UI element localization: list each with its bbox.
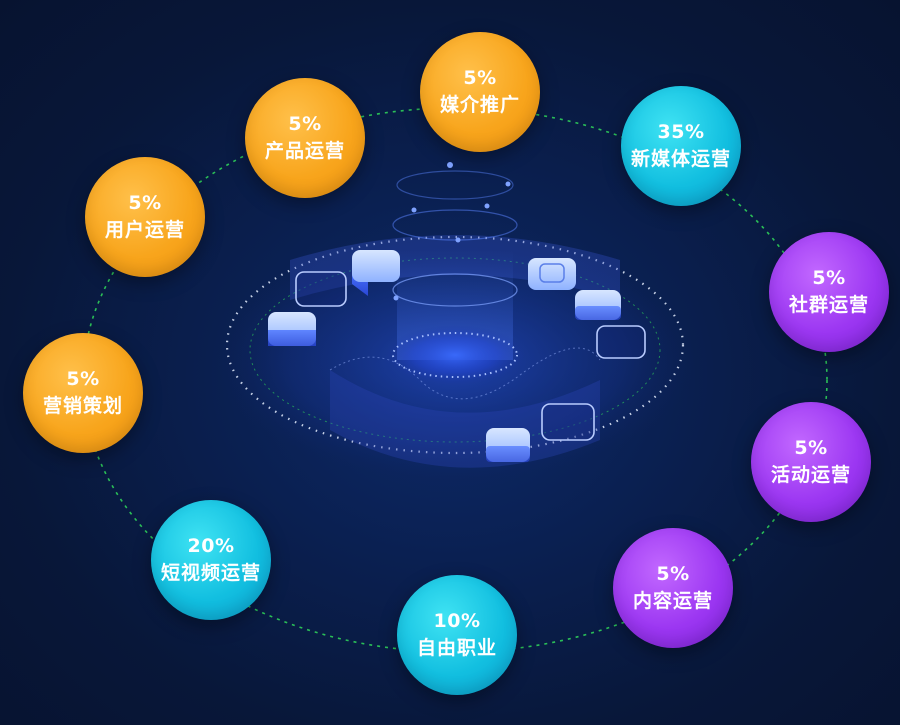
segment-label: 媒介推广 bbox=[439, 94, 520, 116]
platform-dotted-ring bbox=[225, 235, 685, 455]
segment-percent: 20% bbox=[187, 535, 235, 557]
segment-bubble: 5% 产品运营 bbox=[245, 78, 365, 198]
segment-bubble: 5% 内容运营 bbox=[613, 528, 733, 648]
segment-label: 短视频运营 bbox=[160, 562, 261, 584]
glow-dot bbox=[411, 207, 417, 213]
segment-percent: 5% bbox=[128, 192, 162, 214]
core-cylinder-top bbox=[392, 273, 518, 307]
segment-label: 活动运营 bbox=[770, 464, 851, 486]
segment-percent: 10% bbox=[433, 610, 481, 632]
halo-ring-top bbox=[396, 170, 514, 200]
glow-dot bbox=[505, 181, 511, 187]
segment-percent: 5% bbox=[812, 267, 846, 289]
segment-percent: 5% bbox=[288, 113, 322, 135]
core-glow bbox=[385, 325, 525, 385]
segment-percent: 5% bbox=[794, 437, 828, 459]
glow-dot bbox=[484, 203, 490, 209]
segment-bubble: 5% 用户运营 bbox=[85, 157, 205, 277]
segment-bubble: 5% 活动运营 bbox=[751, 402, 871, 522]
segment-percent: 5% bbox=[463, 67, 497, 89]
segment-label: 用户运营 bbox=[104, 219, 185, 241]
segment-percent: 35% bbox=[657, 121, 705, 143]
segment-label: 营销策划 bbox=[42, 395, 123, 417]
glow-dot bbox=[393, 295, 399, 301]
front-panel bbox=[330, 370, 600, 468]
tile-outline bbox=[596, 325, 646, 359]
segment-bubble: 20% 短视频运营 bbox=[151, 500, 271, 620]
segment-bubble: 10% 自由职业 bbox=[397, 575, 517, 695]
tile-outline bbox=[541, 403, 595, 441]
tile-outline bbox=[295, 271, 347, 307]
inner-green-ring bbox=[249, 257, 661, 443]
segment-bubble: 5% 营销策划 bbox=[23, 333, 143, 453]
segment-bubble: 5% 媒介推广 bbox=[420, 32, 540, 152]
segment-label: 自由职业 bbox=[416, 637, 497, 659]
tile-filled bbox=[486, 428, 530, 462]
glow-dot bbox=[447, 162, 453, 168]
tile-filled bbox=[352, 250, 400, 296]
segment-percent: 5% bbox=[656, 563, 690, 585]
glow-dot bbox=[455, 237, 461, 243]
segment-bubble: 5% 社群运营 bbox=[769, 232, 889, 352]
segment-label: 社群运营 bbox=[788, 294, 869, 316]
core-base-ring bbox=[392, 332, 518, 378]
tile-filled bbox=[575, 290, 621, 320]
segment-bubble: 35% 新媒体运营 bbox=[621, 86, 741, 206]
wave-line bbox=[329, 347, 601, 400]
tile-filled bbox=[528, 258, 576, 290]
segment-label: 产品运营 bbox=[264, 140, 345, 162]
segment-label: 新媒体运营 bbox=[630, 148, 731, 170]
tile-filled bbox=[268, 312, 316, 346]
segment-label: 内容运营 bbox=[632, 590, 713, 612]
segment-percent: 5% bbox=[66, 368, 100, 390]
halo-ring-mid bbox=[392, 209, 518, 241]
